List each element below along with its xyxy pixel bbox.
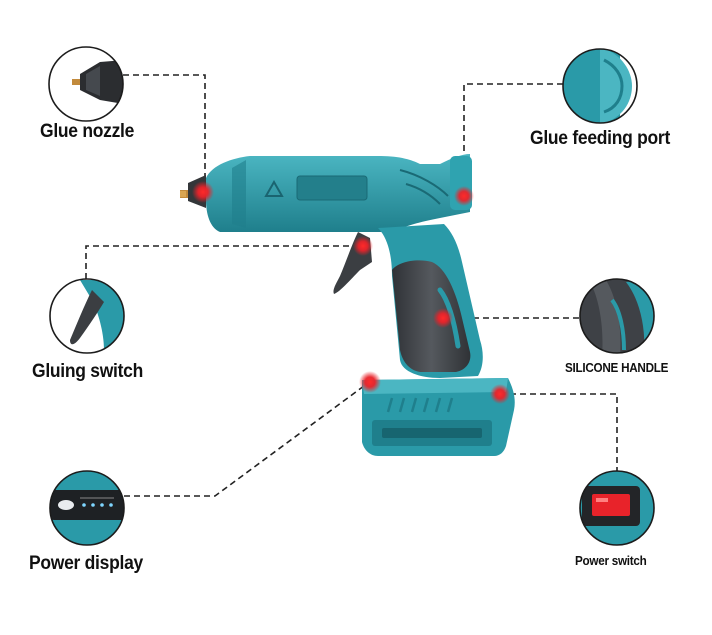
gluing-switch-label: Gluing switch	[32, 361, 144, 382]
marker-switch	[490, 384, 510, 404]
marker-feeding-port	[454, 186, 474, 206]
glue-nozzle-closeup-icon	[48, 46, 124, 122]
trigger-closeup-icon	[49, 278, 125, 354]
leader-power-display	[124, 382, 369, 497]
battery-display-closeup-icon	[49, 470, 125, 546]
silicone-grip	[392, 260, 471, 372]
marker-handle	[433, 308, 453, 328]
handle-closeup-icon	[579, 278, 655, 354]
marker-display	[359, 371, 381, 393]
silicone-handle-label: SILICONE HANDLE	[565, 360, 669, 375]
markers	[192, 181, 510, 404]
battery-base	[362, 378, 515, 456]
glue-gun	[180, 154, 515, 456]
warning-triangle	[264, 179, 284, 197]
leader-power-switch	[500, 393, 618, 471]
red-switch-closeup-icon	[579, 470, 655, 546]
label-plate	[296, 175, 368, 201]
glue-nozzle-label: Glue nozzle	[40, 121, 135, 142]
power-display-label: Power display	[29, 553, 143, 574]
feeding-port-closeup-icon	[562, 48, 638, 124]
power-switch-label: Power switch	[575, 553, 647, 568]
marker-trigger	[353, 236, 373, 256]
glue-feeding-port-label: Glue feeding port	[530, 128, 671, 149]
leader-gluing-switch	[85, 245, 362, 279]
leader-glue-nozzle	[123, 74, 206, 185]
marker-nozzle	[192, 181, 214, 203]
